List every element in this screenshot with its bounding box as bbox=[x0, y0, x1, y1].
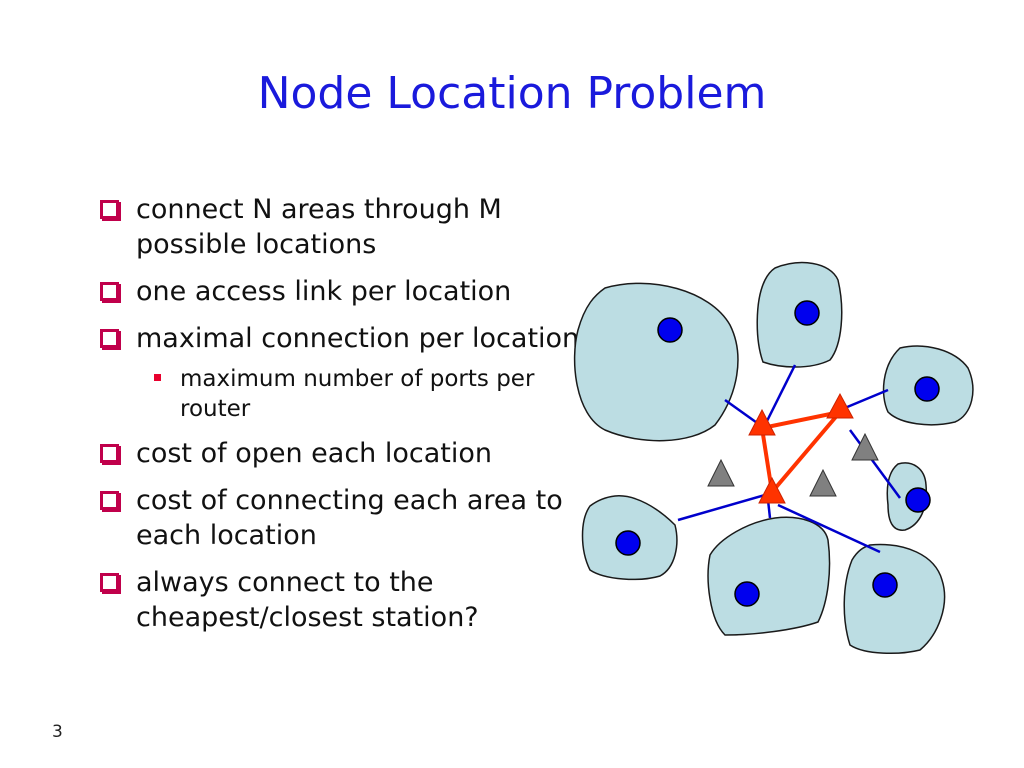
backbone-link bbox=[770, 410, 842, 494]
bullet-item: maximal connection per location bbox=[96, 321, 596, 356]
page-number: 3 bbox=[52, 722, 63, 742]
access-link bbox=[777, 503, 881, 554]
area-nodes bbox=[615, 300, 940, 607]
area-node bbox=[914, 376, 940, 402]
chosen-location-triangle bbox=[826, 392, 854, 419]
unused-location-triangle bbox=[851, 432, 879, 461]
area-node bbox=[905, 487, 931, 513]
area-blob bbox=[707, 516, 831, 636]
unused-locations bbox=[707, 432, 879, 497]
unused-location-triangle bbox=[707, 458, 735, 487]
bullet-text: cost of connecting each area to each loc… bbox=[136, 485, 563, 551]
chosen-locations bbox=[748, 392, 854, 504]
area-blob bbox=[573, 282, 739, 442]
area-node bbox=[872, 572, 898, 598]
bullet-item: cost of open each location bbox=[96, 436, 596, 471]
bullet-text: always connect to the cheapest/closest s… bbox=[136, 567, 479, 633]
access-link bbox=[677, 493, 766, 522]
bullet-item: cost of connecting each area to each loc… bbox=[96, 483, 596, 553]
bullet-text: one access link per location bbox=[136, 276, 512, 307]
bullet-text: maximal connection per location bbox=[136, 323, 580, 354]
chosen-location-triangle bbox=[748, 408, 776, 436]
checkbox-bullet-icon bbox=[100, 491, 119, 510]
sub-bullet-item: maximum number of ports per router bbox=[96, 364, 596, 424]
checkbox-bullet-icon bbox=[100, 329, 119, 348]
checkbox-bullet-icon bbox=[100, 200, 119, 219]
area-node bbox=[615, 530, 641, 556]
sub-bullet-text: maximum number of ports per router bbox=[180, 366, 535, 422]
network-diagram bbox=[573, 261, 974, 655]
chosen-location-triangle bbox=[758, 476, 786, 504]
area-node bbox=[734, 581, 760, 607]
access-link bbox=[724, 398, 761, 427]
area-node bbox=[657, 317, 683, 343]
checkbox-bullet-icon bbox=[100, 444, 119, 463]
bullet-text: cost of open each location bbox=[136, 438, 492, 469]
access-link bbox=[839, 388, 889, 412]
checkbox-bullet-icon bbox=[100, 573, 119, 592]
access-link bbox=[848, 429, 902, 499]
bullet-item: connect N areas through M possible locat… bbox=[96, 192, 596, 262]
access-link bbox=[763, 364, 797, 426]
bullet-item: one access link per location bbox=[96, 274, 596, 309]
square-bullet-icon bbox=[154, 374, 161, 381]
checkbox-bullet-icon bbox=[100, 282, 119, 301]
area-blob bbox=[843, 543, 946, 655]
access-links bbox=[677, 364, 902, 554]
unused-location-triangle bbox=[809, 468, 837, 497]
backbone-link bbox=[761, 410, 841, 430]
bullet-text: connect N areas through M possible locat… bbox=[136, 194, 502, 260]
bullet-list: connect N areas through M possible locat… bbox=[96, 192, 596, 647]
area-node bbox=[794, 300, 820, 326]
slide-title: Node Location Problem bbox=[257, 68, 767, 119]
bullet-item: always connect to the cheapest/closest s… bbox=[96, 565, 596, 635]
